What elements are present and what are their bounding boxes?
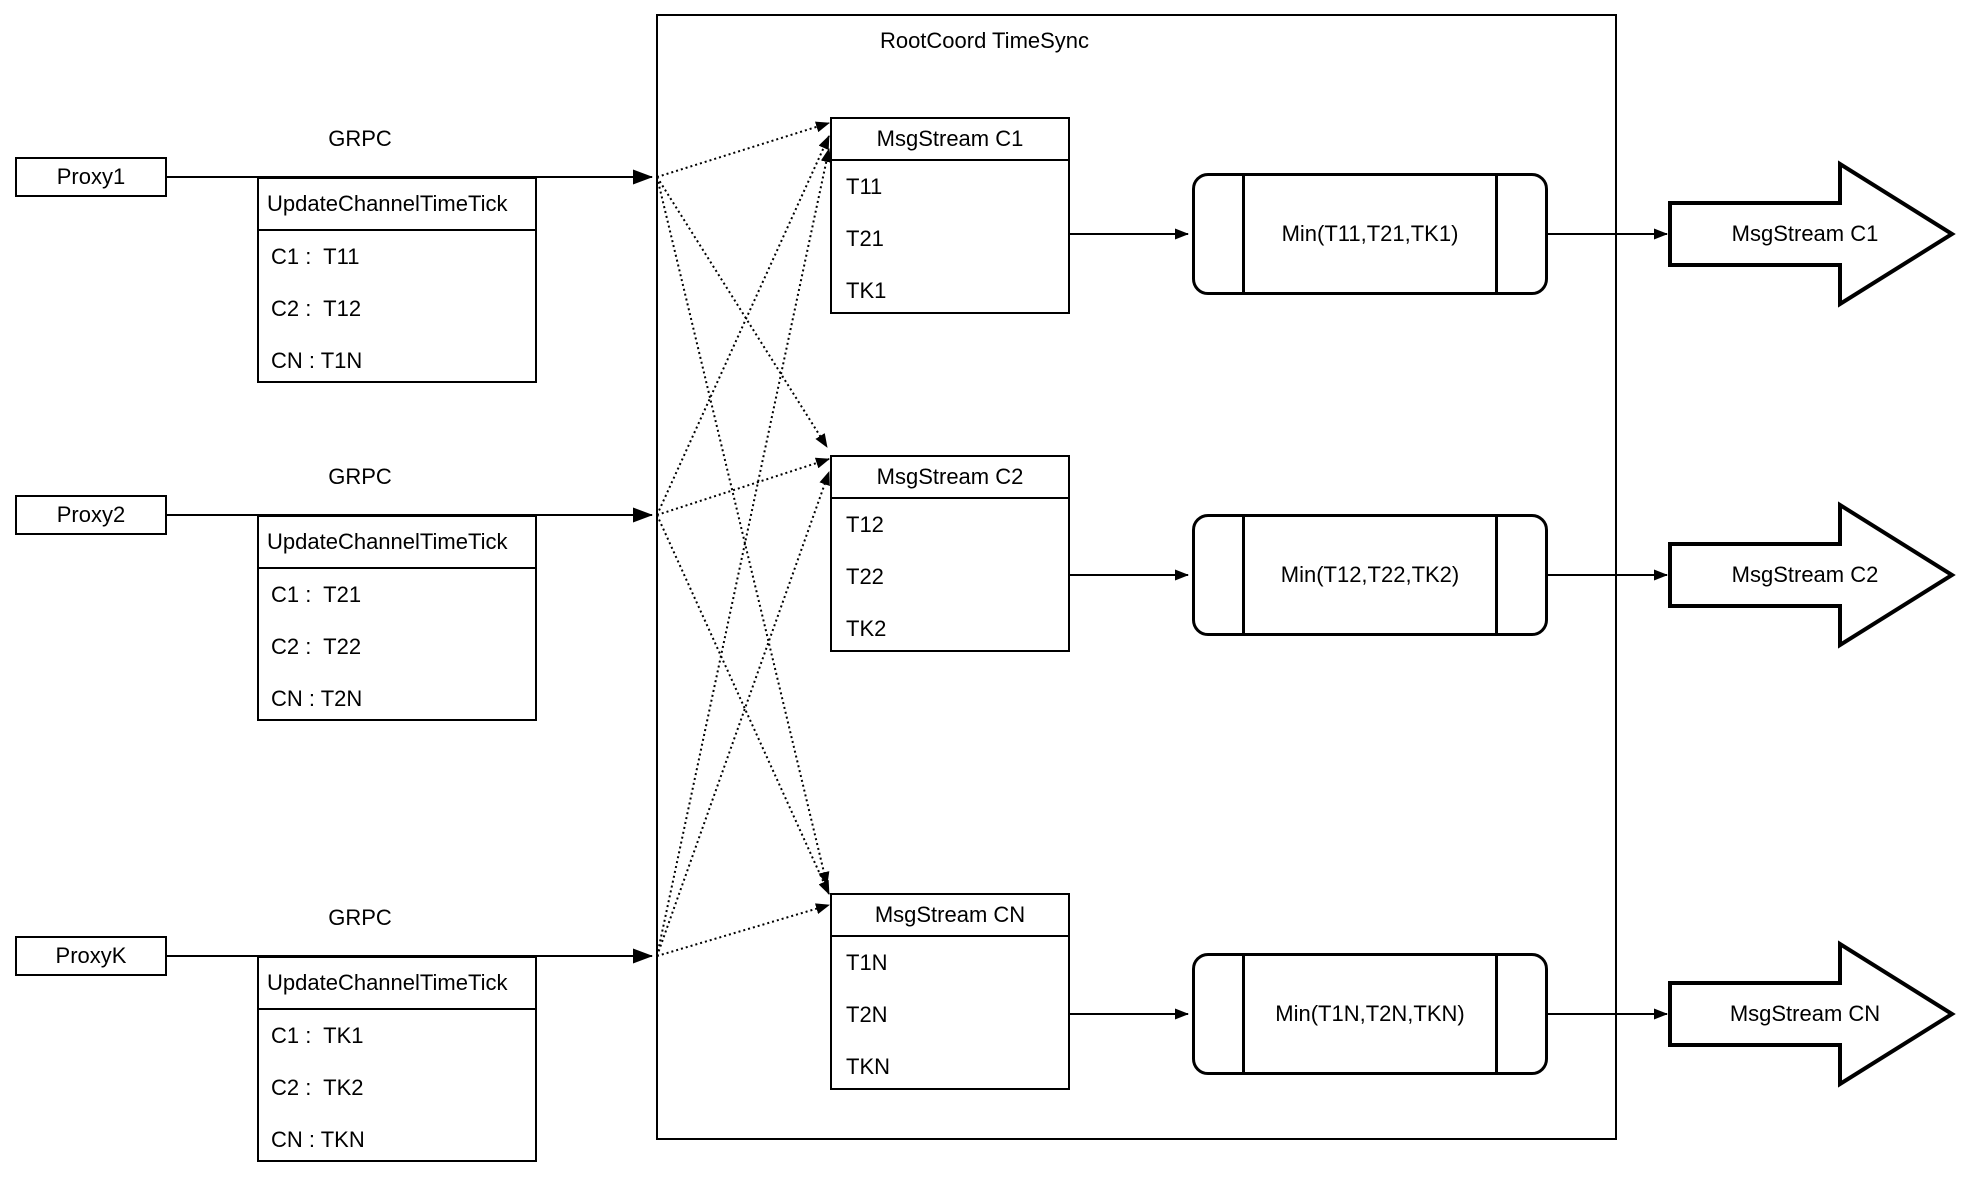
proxy1-box: Proxy1 — [15, 157, 167, 197]
min-box-3-left-bar — [1242, 956, 1245, 1072]
min-box-1: Min(T11,T21,TK1) — [1192, 173, 1548, 295]
msgstream-c1-box: MsgStream C1 T11 T21 TK1 — [830, 117, 1070, 314]
timetick-fanout-lines — [656, 121, 832, 957]
output-arrow-label-1: MsgStream C1 — [1731, 221, 1879, 246]
timetick-table-1-header: UpdateChannelTimeTick — [259, 179, 535, 231]
rootcoord-title: RootCoord TimeSync — [879, 28, 1090, 53]
fanout-p2-cn — [656, 514, 830, 895]
grpc-label-1: GRPC — [328, 126, 392, 151]
fanout-pk-cn — [656, 903, 830, 957]
min-box-3: Min(T1N,T2N,TKN) — [1192, 953, 1548, 1075]
grpc-label-2: GRPC — [328, 464, 392, 489]
output-arrow-shape-2 — [1668, 501, 1956, 649]
min-box-2: Min(T12,T22,TK2) — [1192, 514, 1548, 636]
proxyk-label: ProxyK — [55, 943, 127, 968]
msgstream-c2-row: T12 — [846, 512, 884, 537]
min-box-2-left-bar — [1242, 517, 1245, 633]
fanout-pk-c2 — [656, 471, 830, 957]
timetick-table-1-row: CN : T1N — [271, 348, 363, 373]
min-box-2-label: Min(T12,T22,TK2) — [1280, 562, 1460, 587]
timetick-table-2-row: CN : T2N — [271, 686, 363, 711]
timetick-table-2: UpdateChannelTimeTick C1 : T21 C2 : T22 … — [257, 515, 537, 721]
timetick-table-1-row: C2 : T12 — [271, 296, 362, 321]
proxyk-box: ProxyK — [15, 936, 167, 976]
min-box-1-label: Min(T11,T21,TK1) — [1281, 221, 1459, 246]
msgstream-c1-row: T11 — [846, 174, 883, 199]
msgstream-c1-row: TK1 — [846, 278, 887, 303]
min-box-3-label: Min(T1N,T2N,TKN) — [1275, 1001, 1465, 1026]
msgstream-cn-header: MsgStream CN — [832, 895, 1068, 937]
min-box-1-right-bar — [1495, 176, 1498, 292]
fanout-p1-c2 — [656, 176, 828, 448]
msgstream-cn-box: MsgStream CN T1N T2N TKN — [830, 893, 1070, 1090]
min-box-1-left-bar — [1242, 176, 1245, 292]
timetick-table-2-header: UpdateChannelTimeTick — [259, 517, 535, 569]
timetick-table-3-row: CN : TKN — [271, 1127, 365, 1152]
msgstream-c1-row: T21 — [846, 226, 884, 251]
output-arrow-shape-3 — [1668, 940, 1956, 1088]
output-arrow-label-2: MsgStream C2 — [1731, 562, 1879, 587]
output-arrow-label-3: MsgStream CN — [1729, 1001, 1881, 1026]
msgstream-cn-row: T2N — [846, 1002, 888, 1027]
proxy1-label: Proxy1 — [56, 164, 126, 189]
timetick-table-3-row: C2 : TK2 — [271, 1075, 364, 1100]
msgstream-c1-header: MsgStream C1 — [832, 119, 1068, 161]
min-box-3-right-bar — [1495, 956, 1498, 1072]
grpc-label-3: GRPC — [328, 905, 392, 930]
min-box-2-right-bar — [1495, 517, 1498, 633]
rootcoord-timesync-container — [656, 14, 1617, 1140]
timetick-table-2-row: C1 : T21 — [271, 582, 362, 607]
timetick-table-3-header: UpdateChannelTimeTick — [259, 958, 535, 1010]
msgstream-c2-header: MsgStream C2 — [832, 457, 1068, 499]
proxy2-box: Proxy2 — [15, 495, 167, 535]
msgstream-c2-box: MsgStream C2 T12 T22 TK2 — [830, 455, 1070, 652]
timetick-table-3-row: C1 : TK1 — [271, 1023, 364, 1048]
timetick-table-1: UpdateChannelTimeTick C1 : T11 C2 : T12 … — [257, 177, 537, 383]
timetick-table-1-row: C1 : T11 — [271, 244, 360, 269]
fanout-p2-c1 — [656, 135, 830, 516]
output-arrow-shape-1 — [1668, 160, 1956, 308]
msgstream-c2-row: TK2 — [846, 616, 887, 641]
msgstream-cn-row: TKN — [846, 1054, 890, 1079]
timetick-table-3: UpdateChannelTimeTick C1 : TK1 C2 : TK2 … — [257, 956, 537, 1162]
proxy2-label: Proxy2 — [56, 502, 126, 527]
fanout-p1-c1 — [656, 121, 830, 178]
fanout-p1-cn — [656, 176, 830, 886]
msgstream-cn-row: T1N — [846, 950, 888, 975]
msgstream-c2-row: T22 — [846, 564, 884, 589]
fanout-p2-c2 — [656, 457, 830, 516]
timetick-table-2-row: C2 : T22 — [271, 634, 362, 659]
